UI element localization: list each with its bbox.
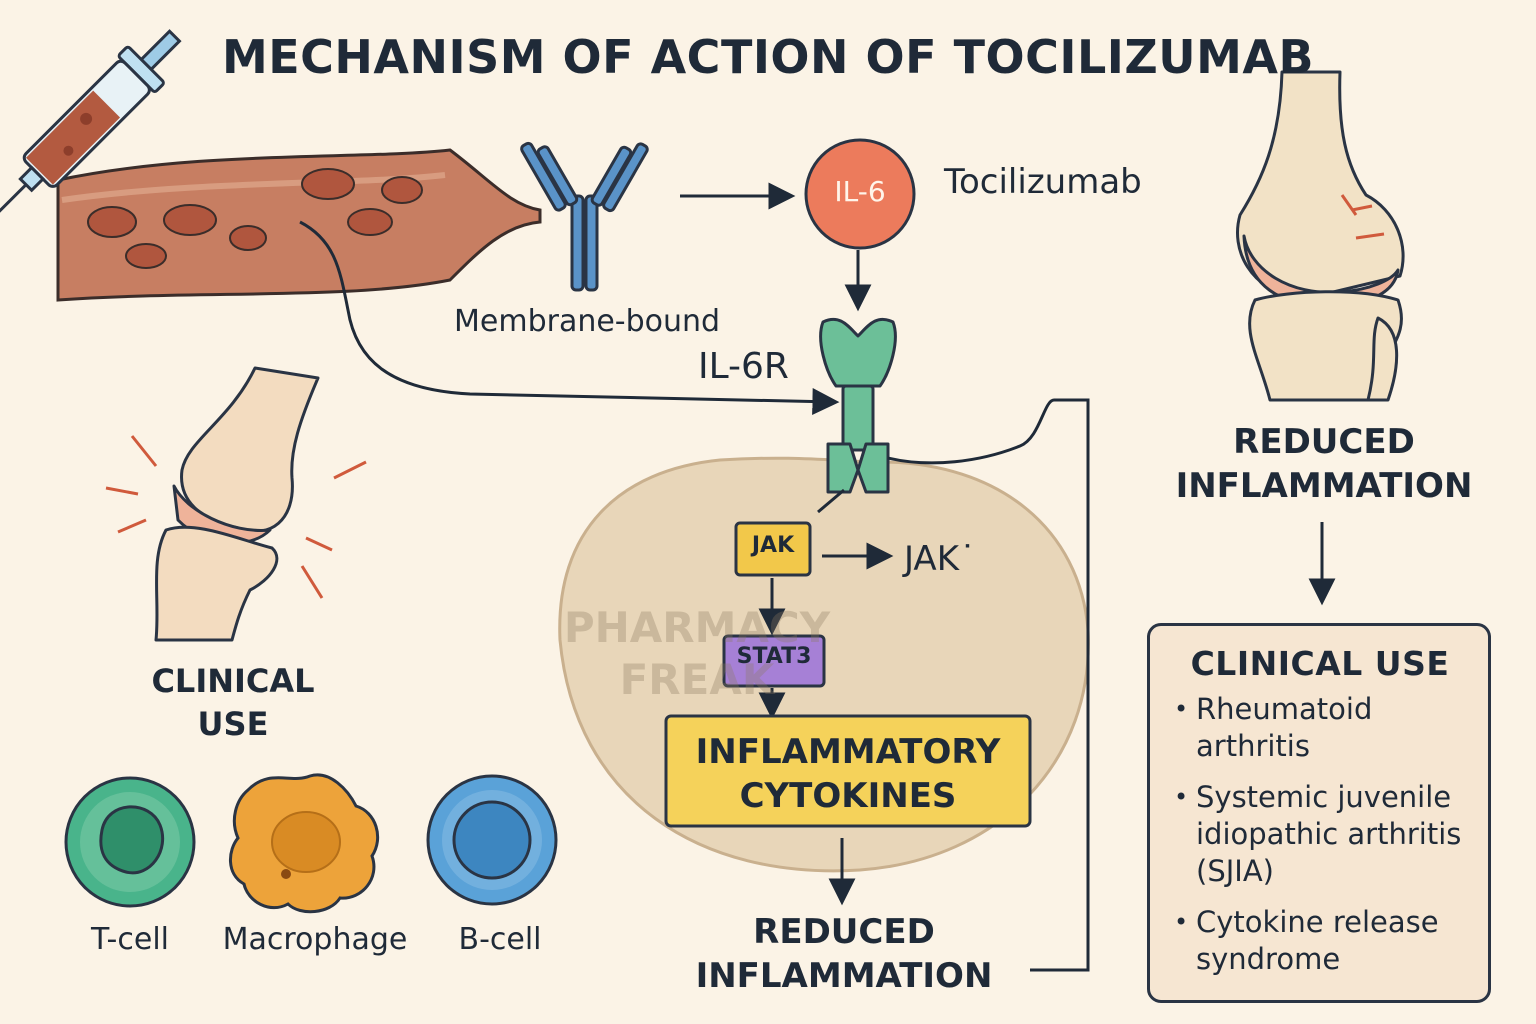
b-cell-icon xyxy=(426,774,558,906)
syringe-icon xyxy=(0,29,182,219)
membrane-bound-label: Membrane-bound xyxy=(454,304,721,339)
il6-receptor-icon xyxy=(819,317,897,494)
red-blood-cell xyxy=(301,168,355,200)
jak-label: JAK xyxy=(751,533,795,558)
clinical-use-item: Cytokine release syndrome xyxy=(1168,904,1472,978)
receptor-to-jak-line xyxy=(817,488,845,514)
clinical-use-left-heading: CLINICAL USE xyxy=(151,662,315,743)
inflamed-knee-icon xyxy=(105,366,367,642)
page-title: MECHANISM OF ACTION OF TOCILIZUMAB xyxy=(221,30,1315,84)
drug-label: Tocilizumab xyxy=(944,162,1142,202)
red-blood-cell xyxy=(125,243,167,269)
macrophage-icon xyxy=(229,773,380,914)
red-blood-cell xyxy=(347,208,393,236)
blood-vessel xyxy=(56,148,542,302)
macrophage-label: Macrophage xyxy=(222,922,408,957)
il6-label: IL-6 xyxy=(834,175,886,208)
clinical-use-list: Rheumatoid arthritis Systemic juvenile i… xyxy=(1168,691,1472,978)
red-blood-cell xyxy=(381,176,423,204)
t-cell-icon xyxy=(64,776,196,908)
inflammatory-cytokines-label: INFLAMMATORY CYTOKINES xyxy=(695,732,1001,816)
antibody-icon xyxy=(520,141,649,292)
il6-receptor-label: IL-6R xyxy=(698,346,789,387)
reduced-inflammation-right-label: REDUCED INFLAMMATION xyxy=(1175,422,1473,506)
watermark: PHARMACY FREAK xyxy=(563,603,831,704)
cytokines-box xyxy=(664,714,1032,828)
phosphorylated-jak-label: JAK˙ xyxy=(904,539,976,579)
membrane-line xyxy=(887,398,1090,972)
red-blood-cell xyxy=(163,204,217,236)
knee-joint-icon xyxy=(1236,70,1405,402)
b-cell-label: B-cell xyxy=(458,922,542,957)
clinical-use-box-heading: CLINICAL USE xyxy=(1190,644,1450,683)
t-cell-label: T-cell xyxy=(90,922,170,957)
jak-box xyxy=(734,521,812,577)
red-blood-cell xyxy=(87,206,137,238)
il6-molecule xyxy=(804,138,916,250)
reduced-inflammation-center-label: REDUCED INFLAMMATION xyxy=(695,912,993,996)
red-blood-cell xyxy=(229,225,267,251)
clinical-use-box: CLINICAL USE Rheumatoid arthritis System… xyxy=(1147,623,1491,1003)
clinical-use-item: Rheumatoid arthritis xyxy=(1168,691,1472,765)
stat3-label: STAT3 xyxy=(736,644,812,669)
stat3-box xyxy=(722,634,826,688)
drug-path-line xyxy=(299,220,840,416)
clinical-use-item: Systemic juvenile idiopathic arthritis (… xyxy=(1168,779,1472,890)
